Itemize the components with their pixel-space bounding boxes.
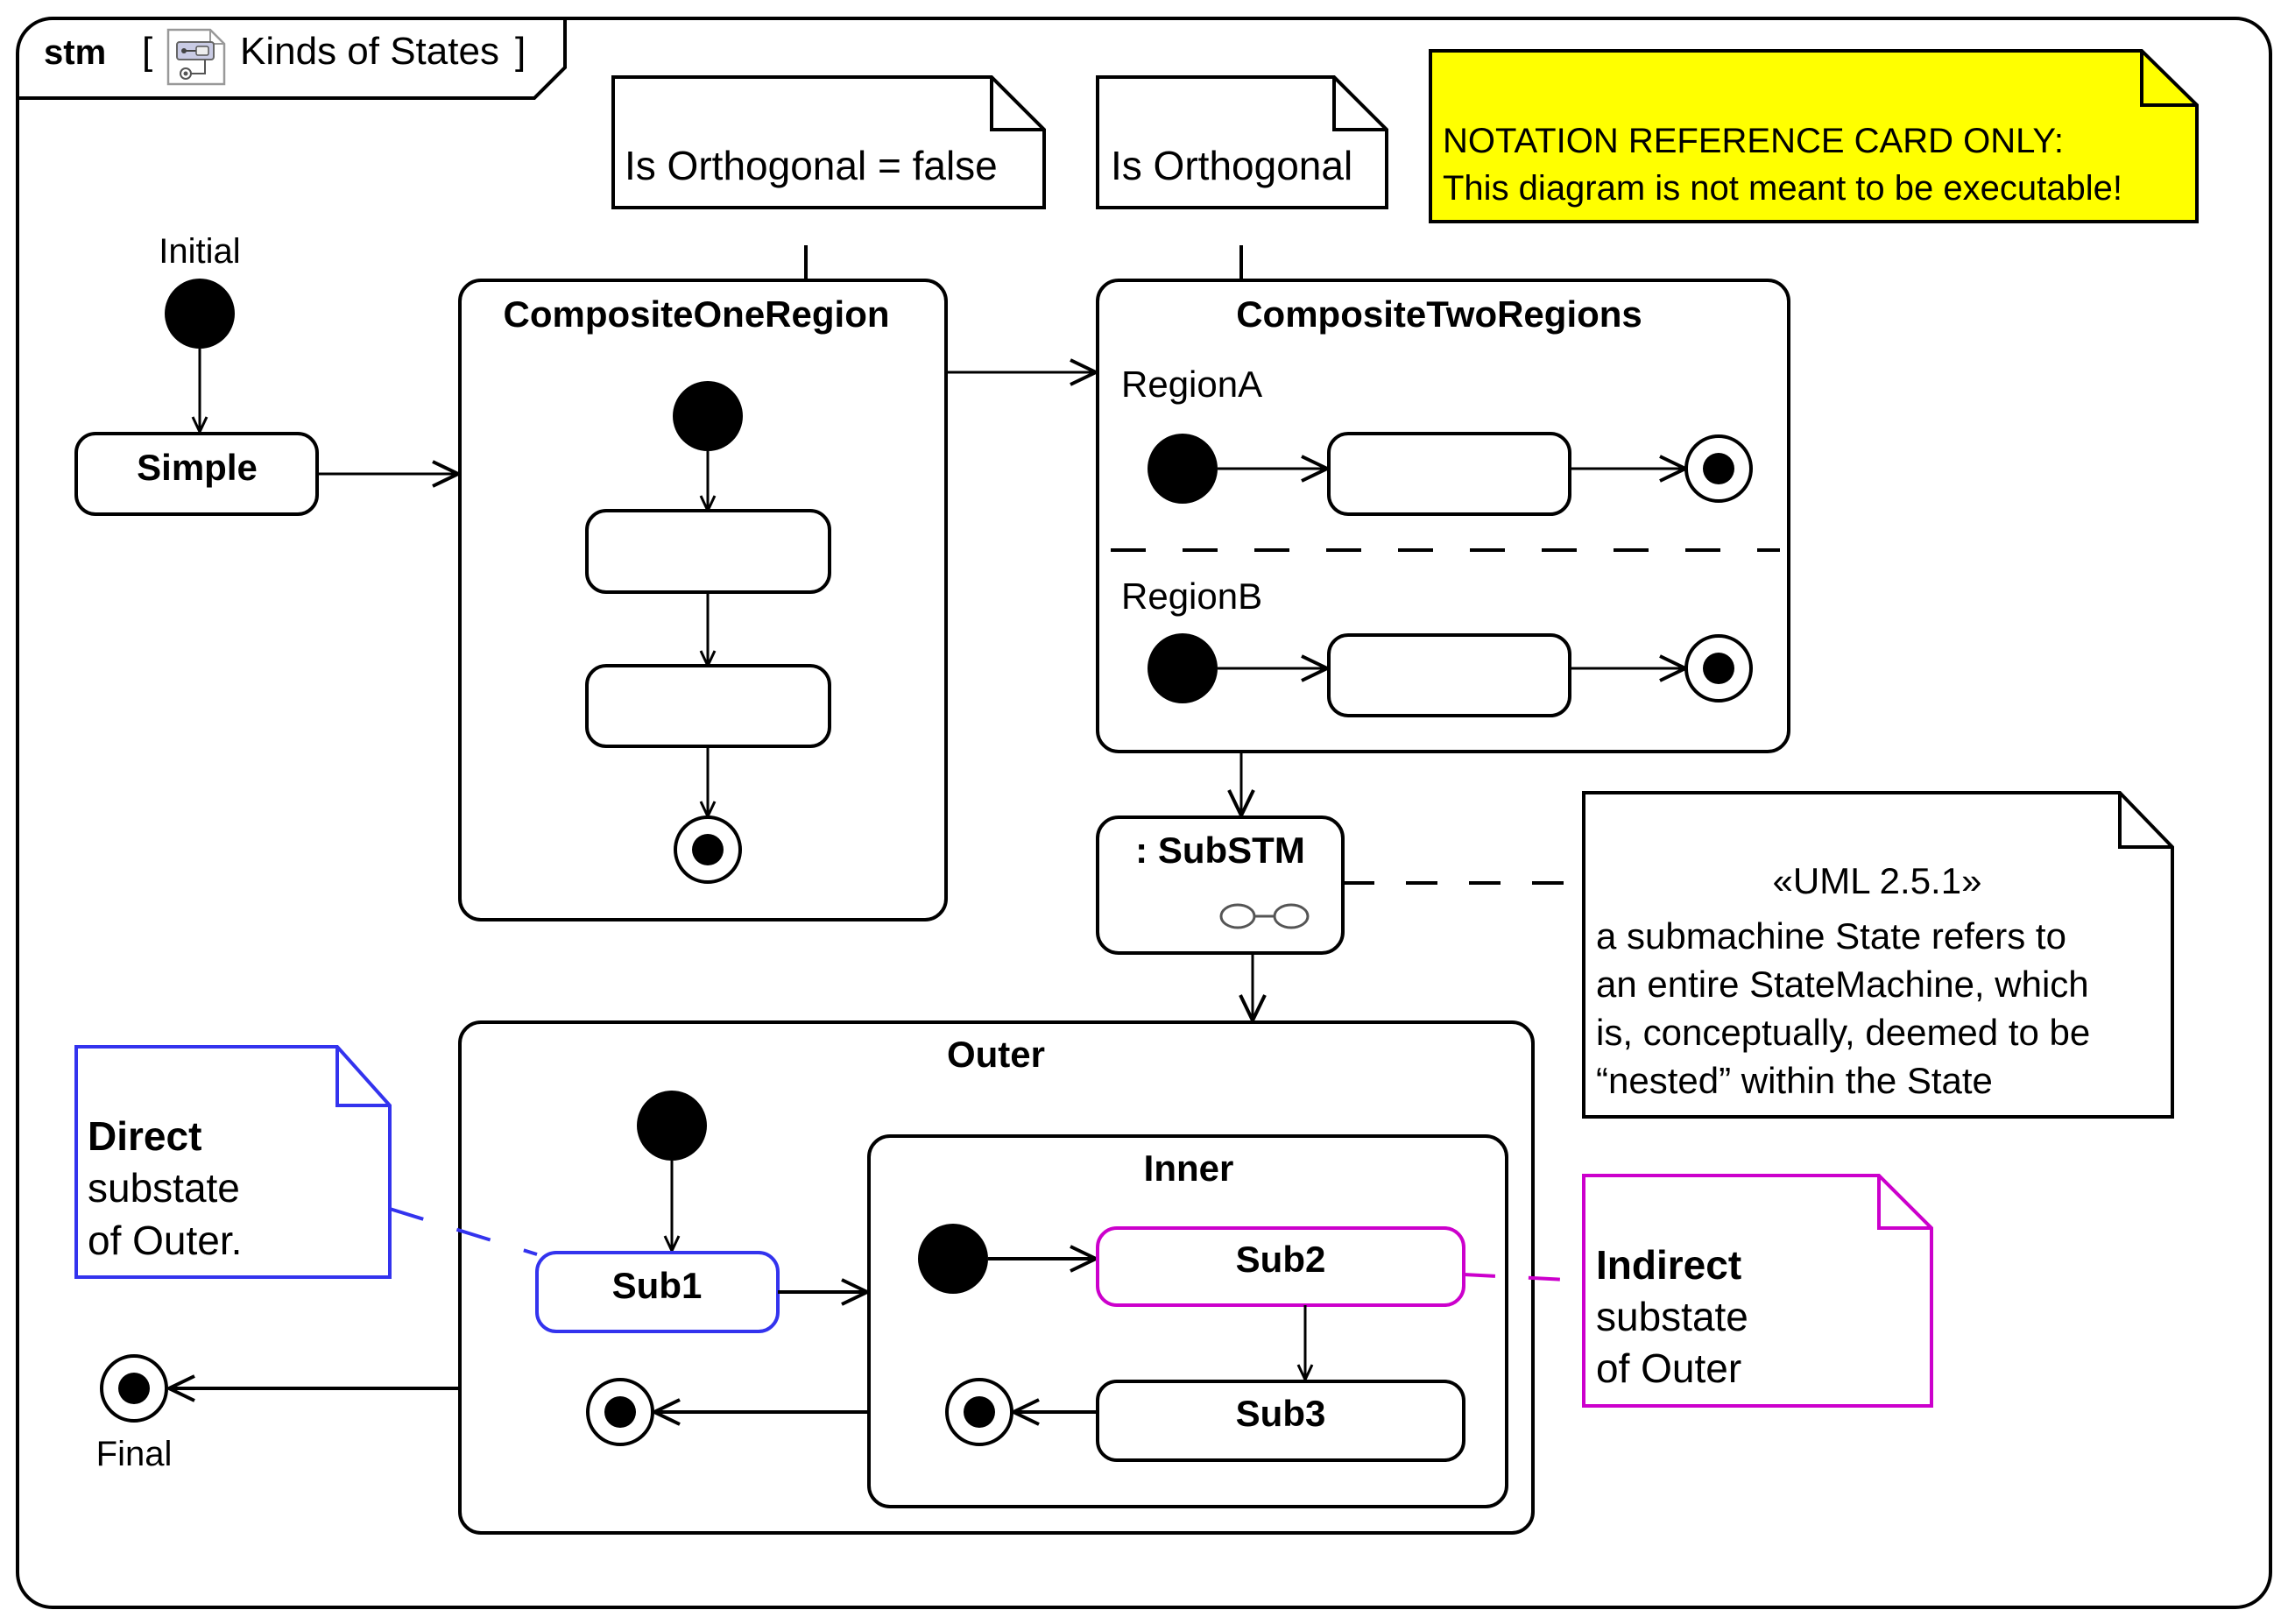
state-simple-label: Simple <box>137 447 258 488</box>
state-outer-label: Outer <box>947 1034 1045 1075</box>
indirect-note-title: Indirect <box>1596 1242 1741 1288</box>
initial-pseudostate[interactable] <box>165 279 235 349</box>
indirect-note-shape <box>1582 1174 1933 1408</box>
inner-initial[interactable] <box>918 1224 988 1294</box>
note-uml-stereotype: «UML 2.5.1» <box>1773 860 1982 901</box>
region-a: RegionA <box>1121 364 1753 516</box>
state-sub2-label: Sub2 <box>1236 1239 1326 1280</box>
state-machine-diagram-icon <box>166 28 226 86</box>
direct-note-fold <box>335 1047 390 1107</box>
indirect-note-line: of Outer <box>1596 1345 1741 1391</box>
warning-line-1: NOTATION REFERENCE CARD ONLY: <box>1443 122 2064 160</box>
frame-close-bracket: ] <box>515 30 526 73</box>
direct-note-line: of Outer. <box>88 1218 242 1263</box>
state-composite-one-region[interactable]: CompositeOneRegion <box>458 279 948 921</box>
inner-initial-pseudostate[interactable] <box>673 381 743 451</box>
state-sub2[interactable]: Sub2 <box>1096 1226 1465 1307</box>
region-b-initial[interactable] <box>1148 633 1218 703</box>
frame-title: Kinds of States <box>240 30 499 73</box>
state-inner[interactable]: Inner Sub2 Sub3 <box>867 1134 1508 1508</box>
composite-two-regions-label: CompositeTwoRegions <box>1236 293 1642 335</box>
state-outer[interactable]: Outer Sub1 Inner Sub2 Sub3 <box>458 1020 1535 1535</box>
anonymous-state[interactable] <box>585 664 831 748</box>
inner-final-state[interactable] <box>945 1378 1013 1446</box>
region-a-initial[interactable] <box>1148 434 1218 504</box>
note-uml[interactable]: «UML 2.5.1» a submachine State refers to… <box>1582 791 2174 1119</box>
state-sub3[interactable]: Sub3 <box>1096 1380 1465 1462</box>
note-orthogonal-text: Is Orthogonal <box>1111 143 1352 188</box>
composite-one-region-label: CompositeOneRegion <box>503 293 889 335</box>
note-uml-line: a submachine State refers to <box>1596 915 2066 957</box>
direct-note-anchor <box>389 1207 538 1256</box>
state-composite-two-regions[interactable]: CompositeTwoRegions RegionA RegionB <box>1096 279 1790 753</box>
note-orthogonal[interactable]: Is Orthogonal <box>1096 75 1388 209</box>
anonymous-state[interactable] <box>585 509 831 594</box>
region-a-final[interactable] <box>1684 434 1753 503</box>
state-sub1[interactable]: Sub1 <box>535 1251 780 1333</box>
warning-note-shape <box>1429 49 2199 223</box>
direct-note-shape <box>74 1045 392 1279</box>
note-warning[interactable]: NOTATION REFERENCE CARD ONLY: This diagr… <box>1429 49 2199 223</box>
direct-note-title: Direct <box>88 1113 201 1159</box>
indirect-note-line: substate <box>1596 1294 1748 1339</box>
indirect-note-fold <box>1877 1176 1931 1230</box>
frame-kind: stm <box>44 33 106 72</box>
note-indirect-substate[interactable]: Indirect substate of Outer <box>1582 1174 1933 1408</box>
note-orthogonal-false-text: Is Orthogonal = false <box>625 143 998 188</box>
state-sub3-label: Sub3 <box>1236 1393 1326 1434</box>
note-uml-line: an entire StateMachine, which <box>1596 964 2089 1005</box>
anonymous-state[interactable] <box>1327 432 1571 516</box>
region-a-label: RegionA <box>1121 364 1262 405</box>
region-b: RegionB <box>1121 575 1753 717</box>
note-uml-line: “nested” within the State <box>1596 1060 1993 1101</box>
note-orthogonal-false[interactable]: Is Orthogonal = false <box>611 75 1046 209</box>
state-simple[interactable]: Simple <box>74 432 319 516</box>
anonymous-state[interactable] <box>1327 633 1571 717</box>
state-inner-label: Inner <box>1144 1147 1234 1189</box>
region-b-label: RegionB <box>1121 575 1262 617</box>
initial-label: Initial <box>159 232 240 271</box>
warning-line-2: This diagram is not meant to be executab… <box>1443 169 2122 208</box>
direct-note-line: substate <box>88 1165 240 1211</box>
final-label: Final <box>96 1435 173 1473</box>
state-substm[interactable]: : SubSTM <box>1096 816 1345 955</box>
submachine-icon <box>1219 903 1310 929</box>
state-sub1-label: Sub1 <box>612 1265 703 1306</box>
final-state[interactable] <box>674 816 742 884</box>
frame-header[interactable]: stm [ Kinds of States ] <box>44 28 526 86</box>
diagram-frame <box>16 17 2272 1609</box>
final-state-top[interactable] <box>100 1354 168 1423</box>
indirect-note-anchor <box>1463 1273 1585 1282</box>
outer-final-state[interactable] <box>586 1378 654 1446</box>
outer-initial[interactable] <box>637 1091 707 1161</box>
sub2-border <box>1096 1226 1465 1307</box>
note-uml-line: is, conceptually, deemed to be <box>1596 1012 2090 1053</box>
note-direct-substate[interactable]: Direct substate of Outer. <box>74 1045 392 1279</box>
region-b-final[interactable] <box>1684 634 1753 703</box>
frame-open-bracket: [ <box>142 30 152 73</box>
state-substm-label: : SubSTM <box>1135 830 1305 871</box>
